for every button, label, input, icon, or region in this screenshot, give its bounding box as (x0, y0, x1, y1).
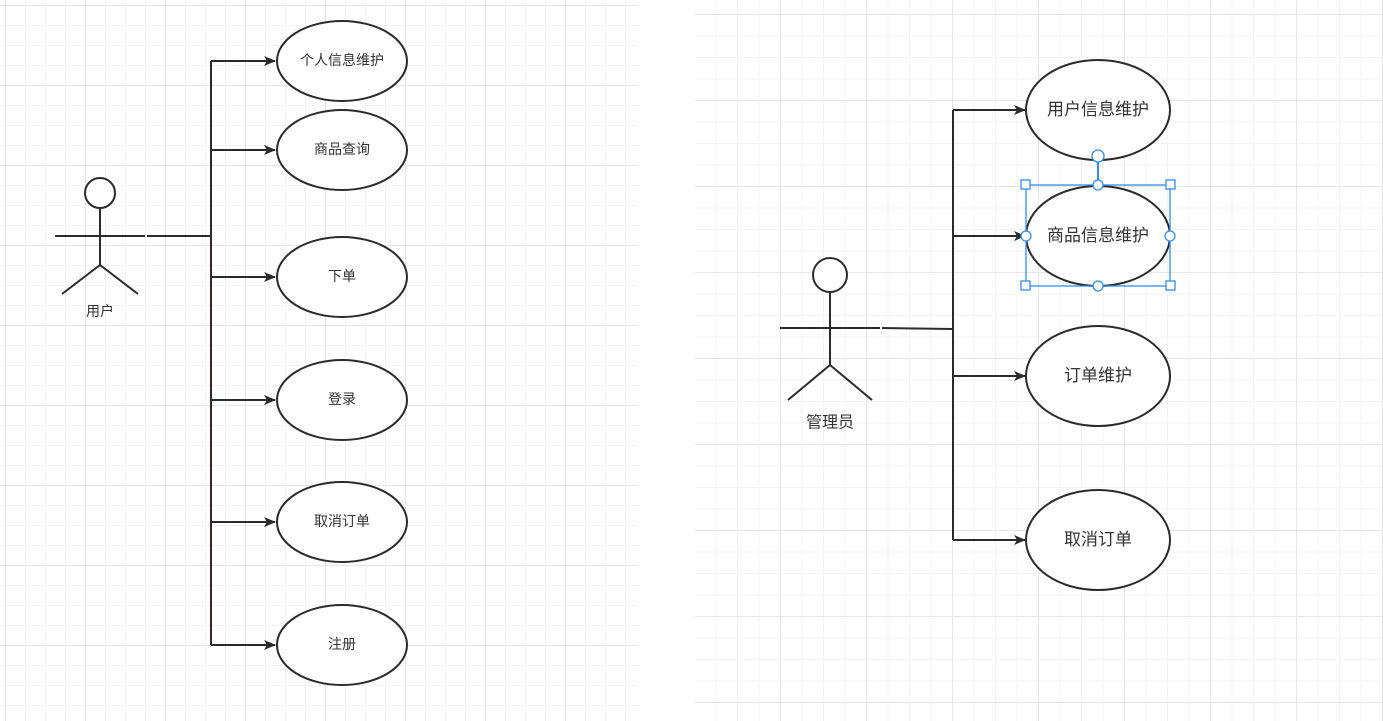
actor-admin-label: 管理员 (806, 413, 854, 432)
use-case-ellipse[interactable] (1025, 489, 1171, 591)
use-case-label: 登录 (328, 392, 356, 408)
use-case-label: 个人信息维护 (300, 52, 384, 69)
connection-point[interactable] (1092, 179, 1104, 191)
resize-handle[interactable] (1165, 280, 1176, 291)
connection-point[interactable] (1164, 230, 1176, 242)
actor-user[interactable] (55, 177, 145, 295)
use-case-label: 下单 (328, 269, 356, 285)
selection-box[interactable] (1020, 149, 1176, 292)
resize-handle[interactable] (1020, 179, 1031, 190)
use-case-label: 用户信息维护 (1047, 100, 1149, 120)
use-case-label: 商品信息维护 (1047, 226, 1149, 246)
use-case-ellipse[interactable] (276, 481, 408, 563)
use-case-ellipse[interactable] (276, 604, 408, 686)
actor-admin[interactable] (780, 257, 880, 401)
use-case-label: 取消订单 (1064, 530, 1132, 550)
resize-handle[interactable] (1020, 280, 1031, 291)
resize-handle[interactable] (1165, 179, 1176, 190)
rotate-handle[interactable] (1091, 149, 1105, 163)
connection-point[interactable] (1092, 280, 1104, 292)
use-case-label: 取消订单 (314, 514, 370, 530)
use-case-ellipse[interactable] (276, 109, 408, 191)
use-case-ellipse[interactable] (276, 236, 408, 318)
user-connectors[interactable] (147, 61, 212, 645)
admin-connectors[interactable] (881, 110, 954, 540)
use-case-label: 订单维护 (1064, 366, 1132, 386)
use-case-ellipse[interactable] (276, 359, 408, 441)
connection-point[interactable] (1020, 230, 1032, 242)
use-case-label: 注册 (328, 637, 356, 653)
use-case-label: 商品查询 (314, 142, 370, 158)
use-case-ellipse[interactable] (1025, 325, 1171, 427)
actor-user-label: 用户 (86, 303, 114, 320)
use-case-ellipse[interactable] (276, 20, 408, 102)
